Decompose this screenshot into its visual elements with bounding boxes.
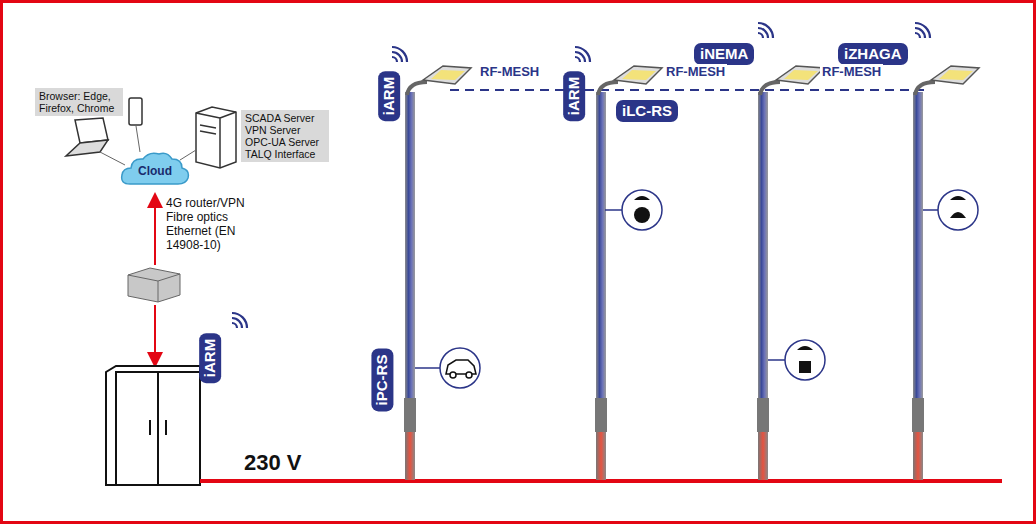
- node-text: Cloud: [138, 164, 172, 178]
- device-tag: iARM: [378, 71, 400, 121]
- luminaire-led: [622, 70, 656, 80]
- lamp-pole: [595, 66, 662, 480]
- luminaire-led: [431, 70, 465, 80]
- voltage-label: 230 V: [244, 450, 302, 476]
- lamp-pole: [404, 66, 471, 480]
- pole-shaft: [758, 92, 768, 402]
- phone-icon: [129, 98, 142, 125]
- wireless-icon: [392, 47, 407, 62]
- pole-arm: [407, 82, 427, 95]
- uplink-arrow: [154, 200, 156, 265]
- connection-note: 4G router/VPN Fibre optics Ethernet (EN …: [166, 196, 262, 252]
- luminaire-led: [784, 70, 818, 80]
- node-text: SCADA Server VPN Server OPC-UA Server TA…: [245, 112, 325, 160]
- device-tag: iPC-RS: [371, 349, 393, 412]
- pole-shaft: [913, 92, 923, 402]
- pole-arm: [760, 82, 780, 95]
- pole-foot: [758, 432, 768, 480]
- node-text: iNEMA: [700, 45, 748, 63]
- pole-shaft: [405, 92, 415, 402]
- server-icon: [196, 107, 236, 168]
- pole-base: [404, 398, 416, 432]
- wireless-icon: [758, 23, 773, 38]
- luminaire: [931, 66, 979, 84]
- device-tag: iARM: [199, 333, 221, 383]
- node-text: iARM: [565, 77, 583, 115]
- node-text: iZHAGA: [844, 45, 902, 63]
- wireless-icon: [232, 313, 247, 328]
- luminaire: [776, 66, 824, 84]
- device-tag: iARM: [563, 71, 585, 121]
- pole-arm: [598, 82, 618, 95]
- pole-base: [912, 398, 924, 432]
- cloud-shape: Cloud: [120, 150, 190, 186]
- link-label: RF-MESH: [478, 64, 541, 79]
- pole-base: [595, 398, 607, 432]
- laptop-icon: [66, 118, 108, 156]
- cabinet: [106, 366, 200, 485]
- sensor-icon: [415, 190, 978, 388]
- pole-foot: [913, 432, 923, 480]
- browser-label: Browser: Edge, Firefox, Chrome: [35, 88, 123, 116]
- lamp-pole: [912, 66, 979, 480]
- wireless-icon: [915, 23, 930, 38]
- luminaire: [614, 66, 662, 84]
- device-tag: iZHAGA: [838, 43, 908, 65]
- luminaire-led: [939, 70, 973, 80]
- node-text: iLC-RS: [622, 102, 672, 120]
- node-text: iARM: [380, 77, 398, 115]
- pole-arm: [915, 82, 935, 95]
- downlink-arrow: [154, 305, 156, 360]
- luminaire: [423, 66, 471, 84]
- device-tag: iLC-RS: [616, 100, 678, 122]
- rf-mesh-line: [450, 89, 930, 91]
- wireless-icon: [575, 47, 590, 62]
- pole-base: [757, 398, 769, 432]
- server-label: SCADA Server VPN Server OPC-UA Server TA…: [241, 110, 329, 162]
- node-text: iARM: [201, 339, 219, 377]
- device-tag: iNEMA: [694, 43, 754, 65]
- node-text: iPC-RS: [373, 355, 391, 406]
- pole-foot: [405, 432, 415, 480]
- node-text: Browser: Edge, Firefox, Chrome: [39, 90, 119, 114]
- link-label: RF-MESH: [820, 64, 883, 79]
- gateway-box: [128, 268, 180, 302]
- pole-shaft: [596, 92, 606, 402]
- lamp-pole: [757, 66, 824, 480]
- pole-foot: [596, 432, 606, 480]
- link-label: RF-MESH: [664, 64, 727, 79]
